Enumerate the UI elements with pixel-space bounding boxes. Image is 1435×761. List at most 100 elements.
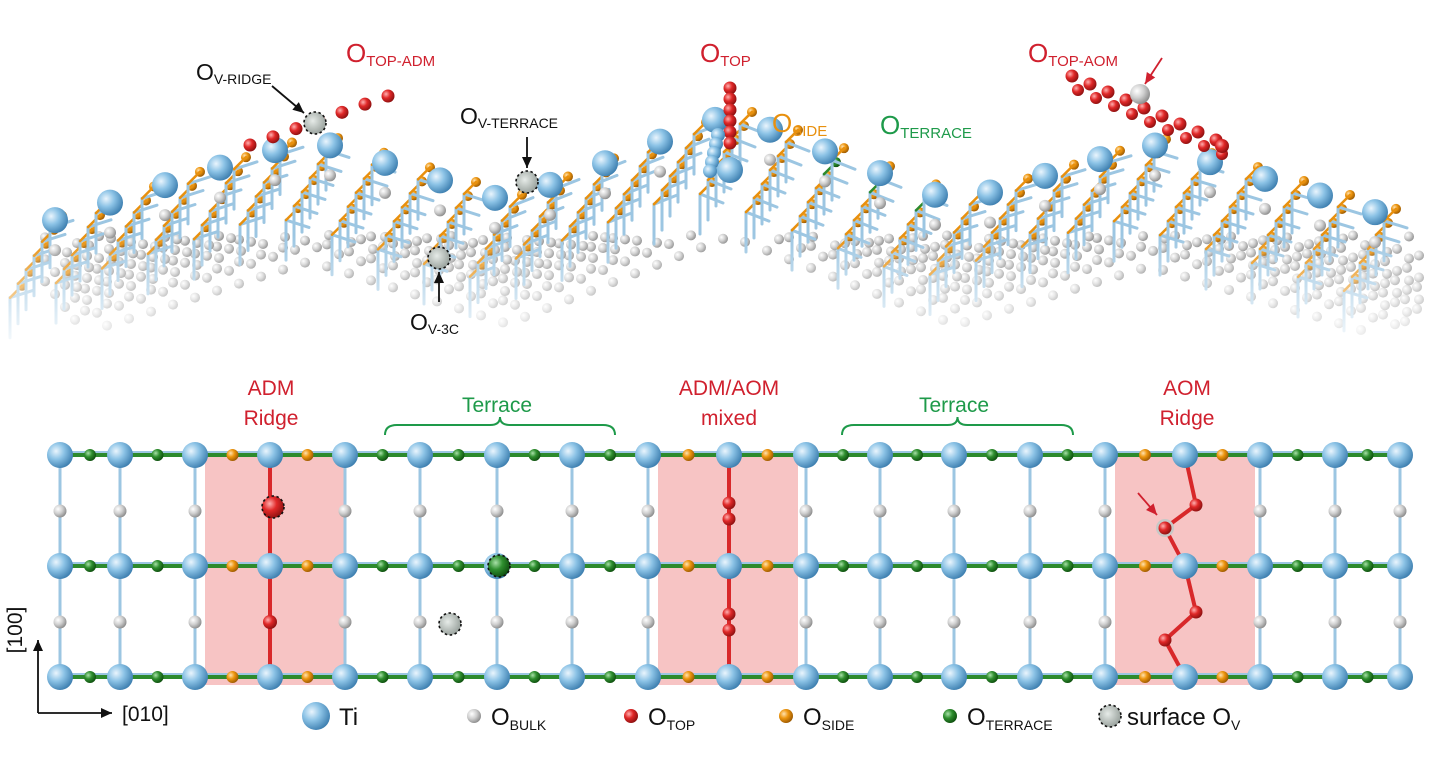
o-bond: [1212, 221, 1228, 237]
terrace-oxygen: [1061, 560, 1074, 572]
label-o-top-adm: OTOP-ADM: [346, 38, 435, 70]
legend-O-top-icon: [624, 709, 638, 723]
top-oxygen: [1158, 521, 1172, 535]
ti-o-bond: [814, 186, 841, 199]
o-bond: [292, 192, 308, 208]
ti-o-bond: [906, 222, 933, 235]
bulk-oxygen: [873, 615, 887, 629]
top-oxygen: [723, 92, 737, 106]
ti-atom: [257, 664, 283, 690]
o-bond: [238, 211, 254, 226]
ti-atom: [407, 442, 433, 468]
ti-atom: [1017, 664, 1043, 690]
ti-atom: [97, 189, 123, 216]
o-bond: [660, 176, 676, 192]
ov-terrace-arrow-head: [522, 157, 532, 168]
ti-atom: [1322, 664, 1348, 690]
surface-vacancy: [261, 495, 285, 519]
o-bond: [1158, 221, 1174, 237]
o-bond: [384, 222, 400, 237]
terrace-oxygen: [986, 449, 998, 461]
o-bond: [906, 211, 922, 226]
top-view-structure: [47, 442, 1413, 690]
ti-o-bond: [1336, 205, 1363, 216]
ti-o-bond: [1082, 196, 1109, 207]
ti-o-bond: [676, 151, 703, 164]
top-oxygen: [1155, 109, 1169, 123]
ti-o-bond: [362, 177, 389, 188]
ti-o-bond: [752, 196, 779, 209]
legend-label-sub: V: [1231, 717, 1241, 733]
ti-o-bond: [1236, 191, 1263, 202]
ov-3c-arrow-head: [434, 272, 444, 283]
ti-o-bond: [1274, 219, 1301, 230]
o-bond: [254, 183, 270, 198]
ti-atom: [182, 664, 208, 690]
bulk-oxygen: [434, 204, 446, 217]
o-bond: [462, 180, 478, 196]
ti-o-bond: [492, 224, 519, 237]
bulk-oxygen: [1204, 186, 1216, 199]
bulk-oxygen: [1328, 615, 1342, 629]
label-o-side-sub: SIDE: [792, 123, 827, 140]
region-mixed-line2: mixed: [701, 407, 757, 430]
bulk-oxygen: [159, 209, 171, 222]
ti-atom: [635, 442, 661, 468]
ti-atom: [1387, 442, 1413, 468]
ti-o-bond: [1382, 219, 1409, 230]
terrace-oxygen: [911, 560, 923, 572]
legend-O-terrace-icon: [943, 709, 957, 723]
ti-atom: [1172, 442, 1198, 468]
ti-o-bond: [392, 219, 419, 231]
ti-atom: [941, 664, 967, 690]
ti-o-bond: [1136, 177, 1163, 188]
o-bond: [232, 155, 248, 171]
ti-atom: [793, 664, 819, 690]
ti-atom: [1087, 146, 1113, 173]
ti-atom: [635, 553, 661, 579]
o-bond: [1328, 207, 1344, 223]
ti-o-bond: [768, 168, 795, 181]
legend-O-side-label: OSIDE: [803, 704, 854, 733]
o-bond: [354, 179, 370, 194]
ti-o-bond: [354, 191, 381, 202]
o-bond: [844, 221, 860, 236]
o-bond: [178, 184, 194, 200]
top-oxygen: [722, 607, 736, 621]
ti-o-bond: [254, 187, 281, 199]
terrace-oxygen: [528, 449, 541, 461]
side-oxygen: [301, 671, 314, 683]
o-bond: [852, 207, 868, 222]
ti-atom: [716, 553, 742, 579]
o-bond: [392, 208, 408, 223]
label-ov-3c-main: O: [410, 309, 428, 335]
ti-o-bond: [500, 210, 527, 223]
ti-atom: [647, 128, 673, 155]
ti-o-bond: [300, 190, 327, 201]
o-bond: [676, 148, 692, 164]
ti-atom: [793, 442, 819, 468]
side-oxygen: [1139, 671, 1151, 683]
axis-100-label: [100]: [4, 607, 27, 654]
o-bond: [438, 222, 454, 238]
o-bond: [86, 213, 102, 229]
bulk-oxygen: [188, 615, 202, 629]
side-oxygen: [761, 560, 774, 572]
o-bond: [1266, 221, 1282, 237]
terrace-oxygen: [604, 560, 616, 572]
ti-o-bond: [1228, 205, 1255, 216]
top-oxygen: [1072, 84, 1084, 96]
top-oxygen: [723, 114, 737, 128]
top-oxygen: [723, 125, 737, 139]
legend-label-sub: TOP: [667, 717, 696, 733]
o-bond: [1120, 193, 1136, 209]
ti-o-bond: [744, 210, 771, 223]
o-bond: [1014, 177, 1030, 192]
o-bond: [1182, 179, 1198, 195]
label-o-top-adm-sub: TOP-ADM: [366, 53, 435, 70]
ti-o-bond: [292, 204, 319, 215]
top-oxygen: [1119, 93, 1133, 107]
brace-terrace-right: [841, 416, 1074, 436]
bulk-oxygen: [1098, 615, 1112, 629]
ti-o-bond: [1166, 219, 1193, 230]
